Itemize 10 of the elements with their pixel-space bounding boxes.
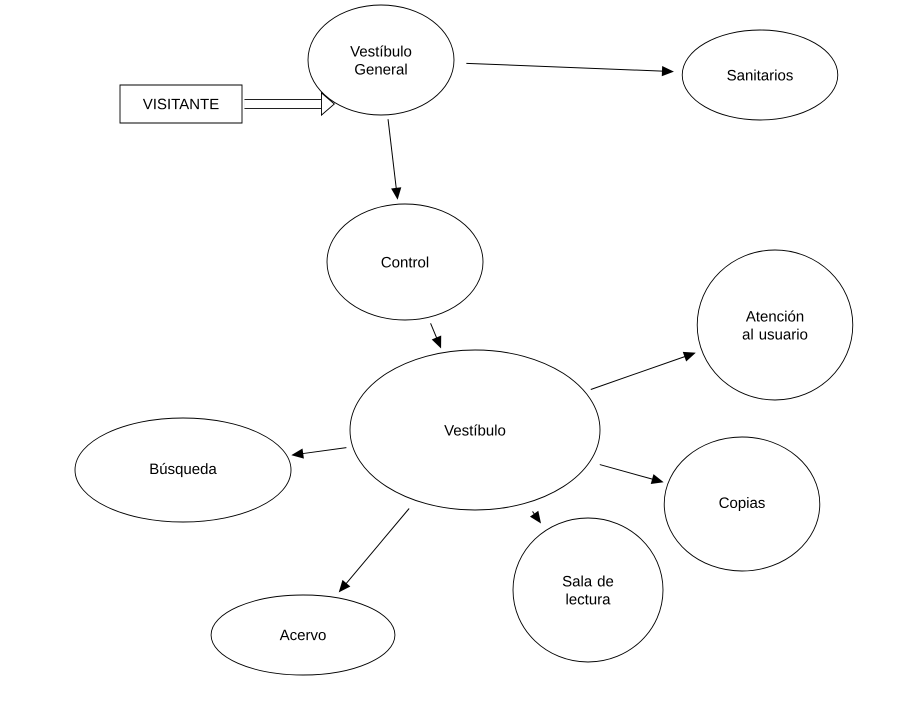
ellipse-node: Sala de lectura xyxy=(512,518,664,662)
ellipse-node: Acervo xyxy=(210,594,396,676)
ellipse-node: Sanitarios xyxy=(682,30,838,120)
process-box: VISITANTE xyxy=(120,84,242,124)
ellipse-node: Copias xyxy=(664,436,820,572)
ellipse-node: Vestíbulo xyxy=(350,350,600,510)
ellipse-node: Vestíbulo General xyxy=(308,4,454,116)
ellipse-node: Búsqueda xyxy=(74,418,292,522)
ellipse-node: Control xyxy=(326,204,484,320)
ellipse-node: Atención al usuario xyxy=(696,250,854,400)
